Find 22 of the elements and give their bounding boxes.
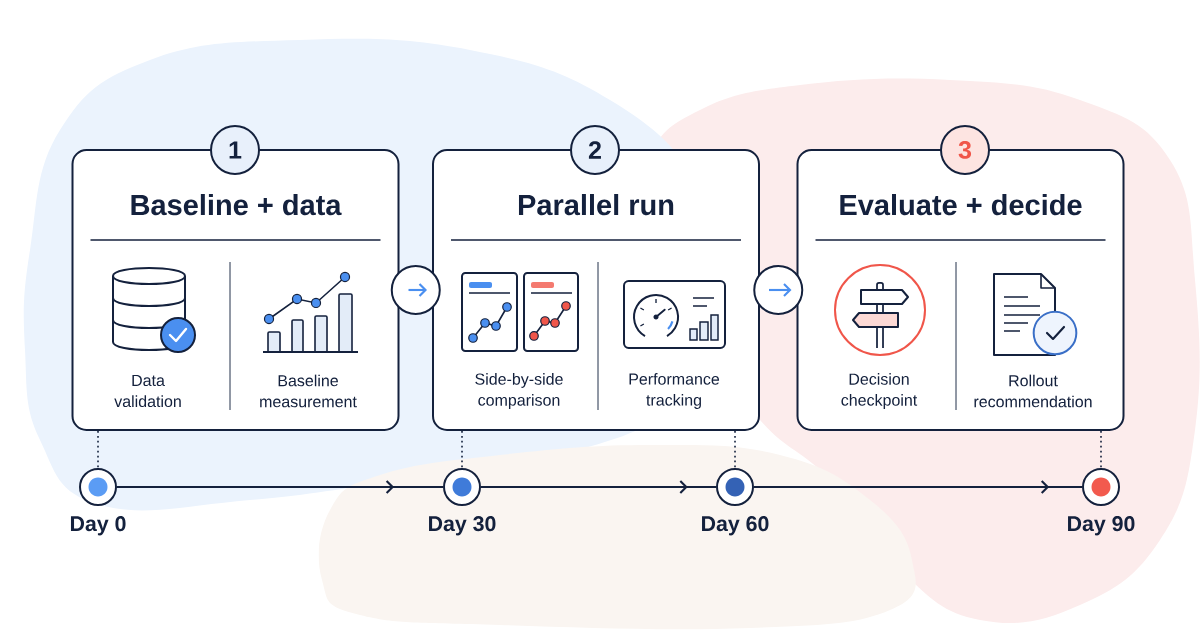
icon-caption: Baseline measurement — [260, 374, 357, 408]
dotted-line — [461, 430, 463, 469]
day-label: Day 90 — [1068, 516, 1135, 536]
day-label: Day 60 — [702, 516, 769, 536]
card-title: Evaluate + decide — [840, 194, 1082, 216]
icon-caption: Performance tracking — [629, 373, 720, 409]
card-title: Baseline + data — [131, 194, 342, 216]
icon-caption: Data validation — [114, 374, 181, 408]
arrow — [408, 283, 427, 297]
dotted-line — [97, 430, 99, 469]
dotted-line — [1100, 430, 1102, 469]
card-title: Parallel run — [518, 194, 674, 216]
arrow — [769, 283, 792, 297]
icon-caption: Decision checkpoint — [841, 373, 918, 409]
icon-caption: Side-by-side comparison — [475, 373, 563, 409]
dotted-line — [734, 430, 736, 469]
number-badge: 2 — [570, 125, 620, 175]
icon-caption: Rollout recommendation — [974, 374, 1092, 408]
day-label: Day 0 — [70, 516, 126, 536]
number-badge: 1 — [210, 125, 260, 175]
day-label: Day 30 — [429, 516, 496, 536]
number-badge: 3 — [940, 125, 990, 175]
